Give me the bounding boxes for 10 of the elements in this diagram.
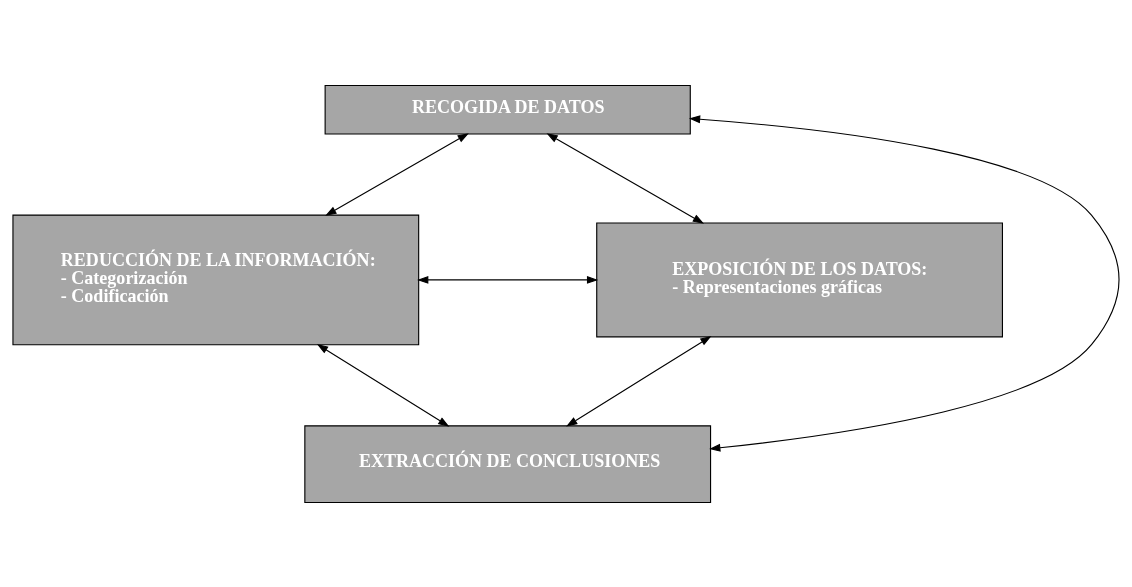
- arrow: [546, 132, 705, 224]
- arrow: [325, 132, 469, 216]
- node-box: RECOGIDA DE DATOS: [324, 84, 691, 135]
- arrow: [566, 335, 712, 427]
- arrow: [688, 114, 1120, 452]
- arrow: [316, 343, 450, 427]
- node-box: EXTRACCIÓN DE CONCLUSIONES: [304, 424, 712, 503]
- node-box: REDUCCIÓN DE LA INFORMACIÓN: - Categorización - Codificación: [12, 214, 420, 345]
- node-box: EXPOSICIÓN DE LOS DATOS: - Representaciones gráficas: [596, 221, 1003, 337]
- arrow: [417, 275, 599, 284]
